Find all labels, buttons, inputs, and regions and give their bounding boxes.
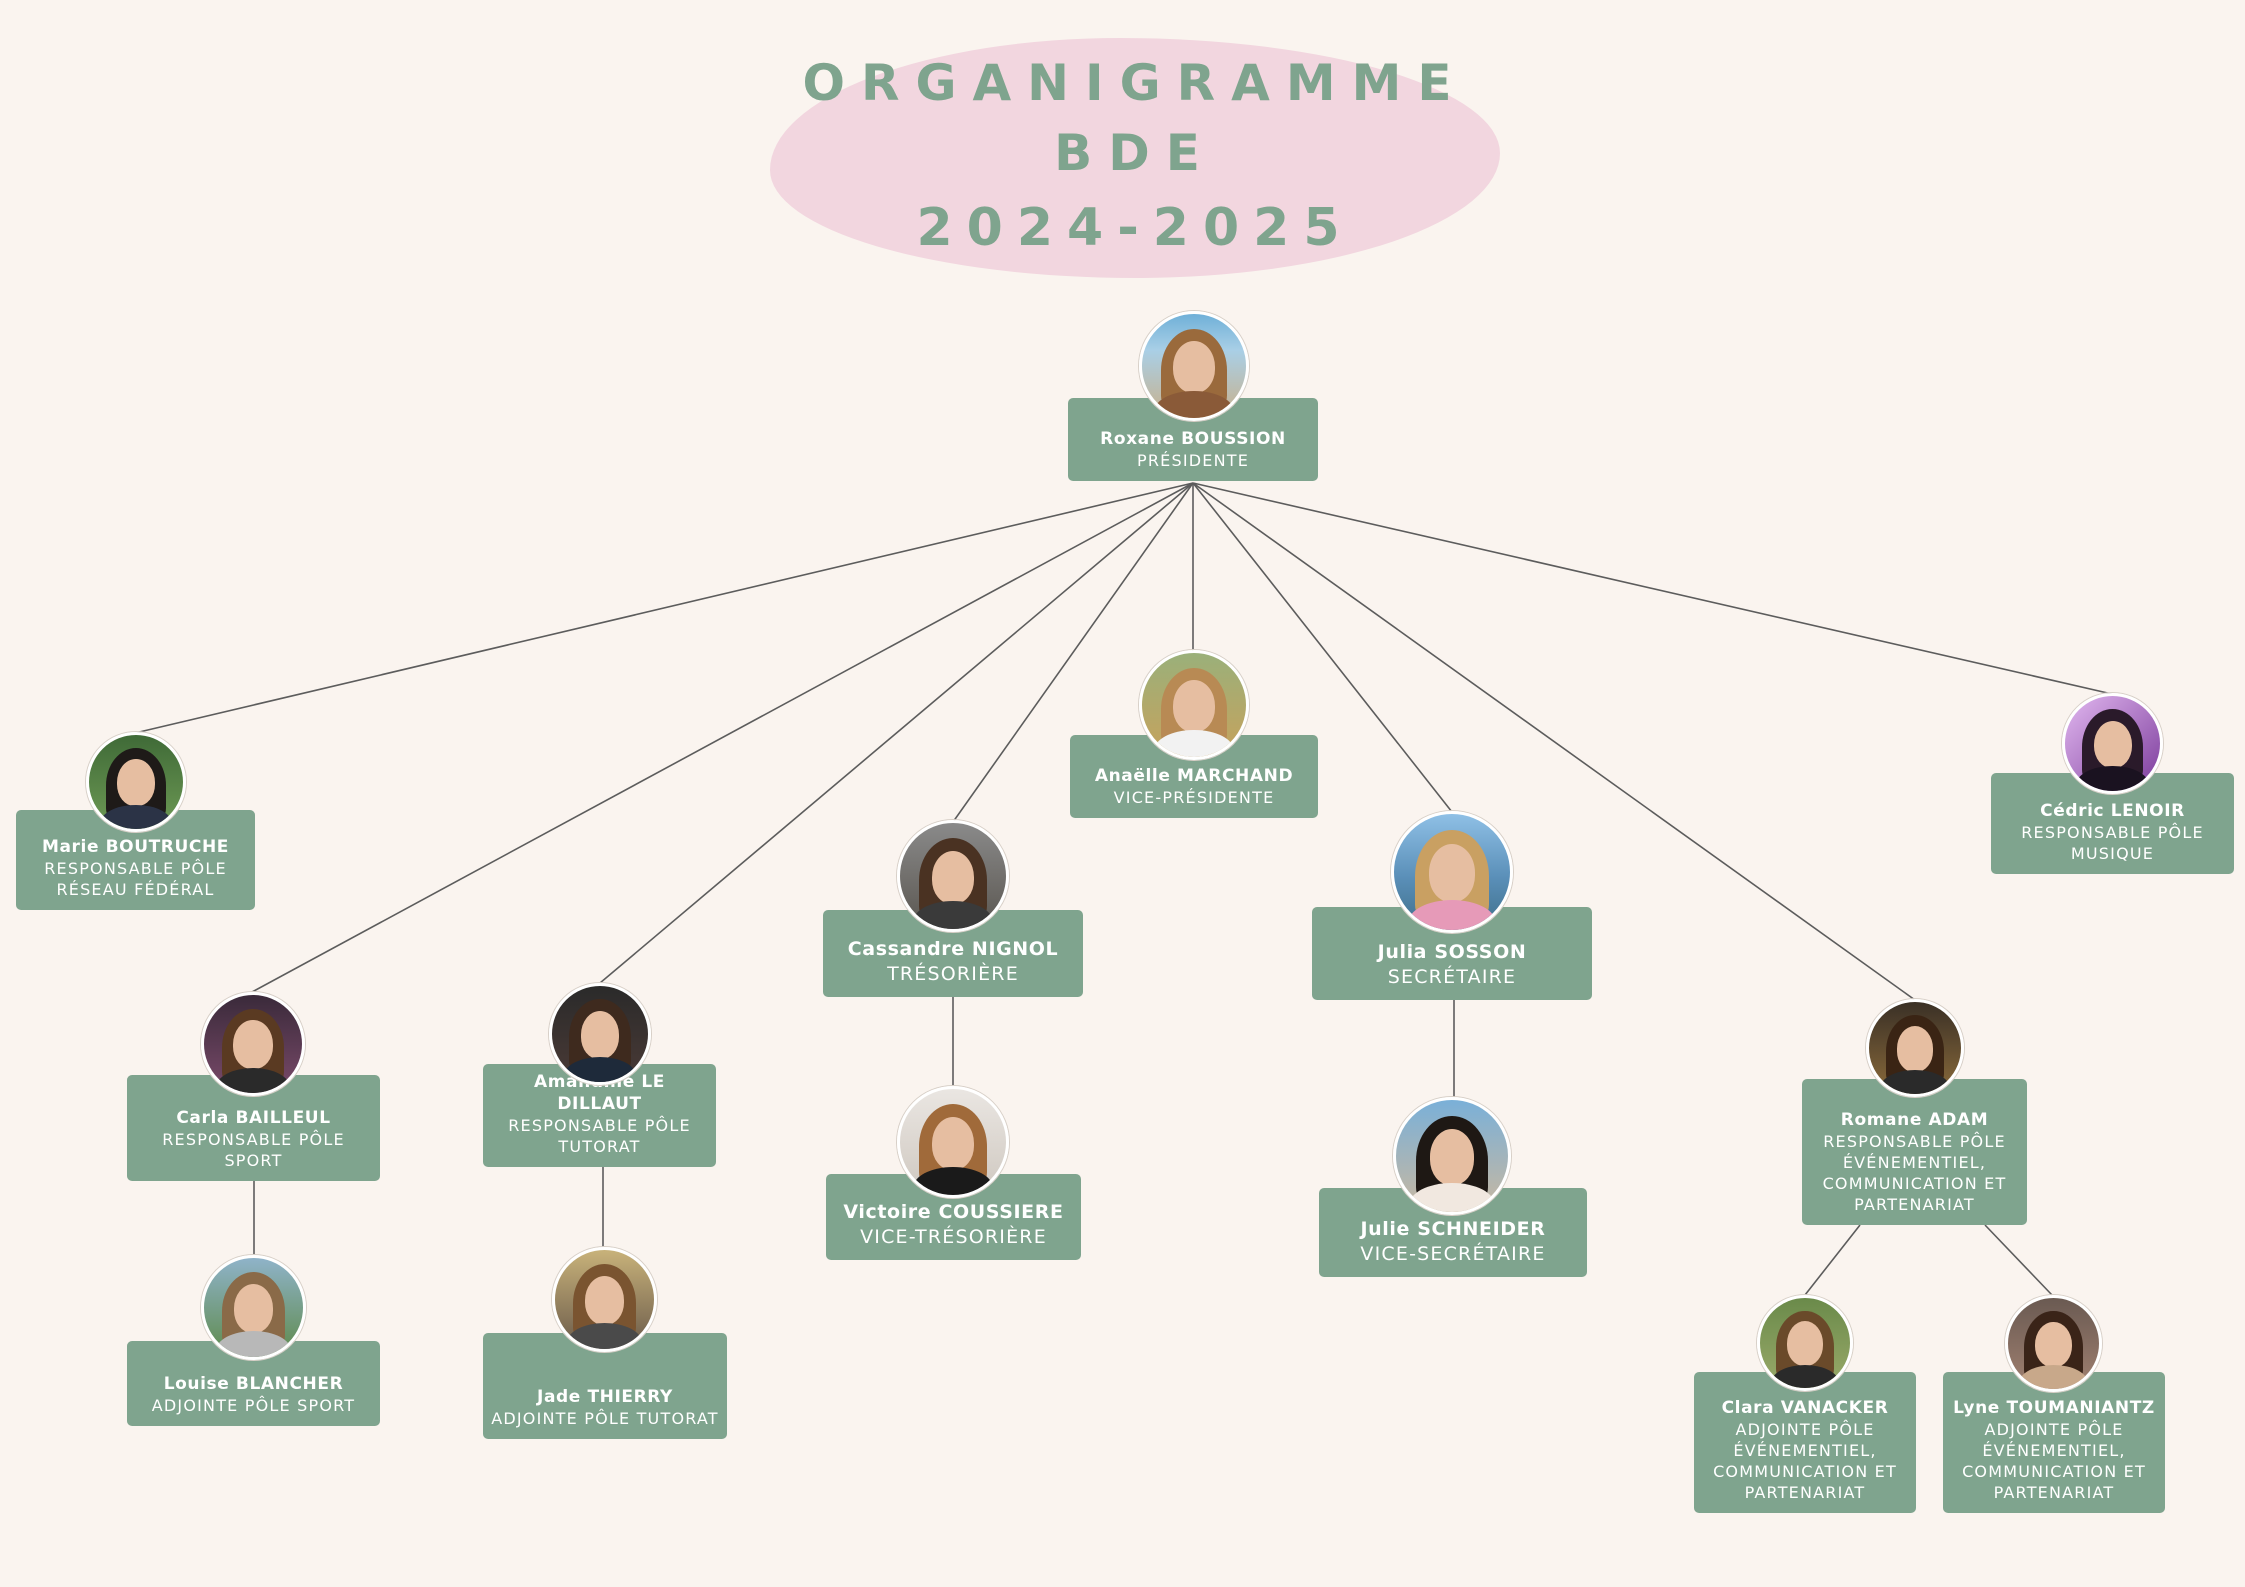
link-roxane-cedric [1192, 482, 2113, 695]
avatar-victoire [897, 1086, 1009, 1198]
member-name: Carla BAILLEUL [176, 1108, 331, 1128]
member-card-lyne: Lyne TOUMANIANTZ ADJOINTE PÔLE ÉVÉNEMENT… [1943, 1372, 2165, 1513]
member-card-carla: Carla BAILLEUL RESPONSABLE PÔLE SPORT [127, 1075, 380, 1181]
member-role: RESPONSABLE PÔLE ÉVÉNEMENTIEL, COMMUNICA… [1822, 1132, 2007, 1214]
member-card-julie: Julie SCHNEIDER VICE-SECRÉTAIRE [1319, 1188, 1587, 1277]
avatar-lyne [2005, 1295, 2102, 1392]
avatar-julie [1393, 1097, 1511, 1215]
avatar-anaelle [1139, 650, 1249, 760]
member-name: Clara VANACKER [1721, 1398, 1889, 1418]
link-romane-lyne [1984, 1224, 2053, 1296]
link-romane-clara [1804, 1224, 1861, 1296]
chart-year: 2024-2025 [916, 198, 1354, 258]
avatar-carla [201, 992, 305, 1096]
member-name: Victoire COUSSIERE [843, 1201, 1064, 1223]
link-roxane-marie [134, 482, 1194, 734]
link-roxane-romane [1192, 482, 1916, 1001]
member-role: ADJOINTE PÔLE ÉVÉNEMENTIEL, COMMUNICATIO… [1962, 1420, 2146, 1502]
member-role: PRÉSIDENTE [1136, 451, 1250, 470]
member-card-anaelle: Anaëlle MARCHAND VICE-PRÉSIDENTE [1070, 735, 1318, 818]
member-name: Roxane BOUSSION [1100, 429, 1286, 449]
link-roxane-carla [251, 482, 1194, 993]
member-name: Lyne TOUMANIANTZ [1953, 1398, 2155, 1418]
member-role: ADJOINTE PÔLE SPORT [151, 1396, 356, 1415]
link-roxane-julia [1192, 482, 1453, 813]
avatar-marie [86, 732, 186, 832]
member-name: Anaëlle MARCHAND [1094, 766, 1294, 786]
member-card-clara: Clara VANACKER ADJOINTE PÔLE ÉVÉNEMENTIE… [1694, 1372, 1916, 1513]
member-name: Louise BLANCHER [163, 1374, 344, 1394]
title-banner: ORGANIGRAMME BDE 2024-2025 [770, 38, 1500, 278]
member-card-amandine: Amandine LE DILLAUT RESPONSABLE PÔLE TUT… [483, 1064, 716, 1167]
link-roxane-amandine [599, 482, 1194, 984]
member-role: ADJOINTE PÔLE TUTORAT [491, 1409, 719, 1428]
avatar-cassandre [897, 820, 1009, 932]
member-card-romane: Romane ADAM RESPONSABLE PÔLE ÉVÉNEMENTIE… [1802, 1079, 2027, 1225]
member-name: Cédric LENOIR [2040, 801, 2185, 821]
member-role: VICE-SECRÉTAIRE [1360, 1243, 1546, 1265]
avatar-julia [1391, 811, 1513, 933]
member-role: RESPONSABLE PÔLE RÉSEAU FÉDÉRAL [44, 859, 227, 899]
member-role: VICE-TRÉSORIÈRE [860, 1226, 1047, 1248]
avatar-amandine [549, 983, 651, 1085]
member-role: ADJOINTE PÔLE ÉVÉNEMENTIEL, COMMUNICATIO… [1713, 1420, 1897, 1502]
avatar-cedric [2062, 693, 2163, 794]
avatar-louise [201, 1255, 306, 1360]
member-name: Marie BOUTRUCHE [41, 837, 230, 857]
member-name: Julie SCHNEIDER [1360, 1218, 1546, 1240]
member-role: TRÉSORIÈRE [887, 963, 1019, 985]
avatar-clara [1757, 1295, 1853, 1391]
member-name: Romane ADAM [1840, 1110, 1989, 1130]
member-name: Cassandre NIGNOL [847, 938, 1059, 960]
member-role: SECRÉTAIRE [1387, 966, 1517, 988]
member-name: Jade THIERRY [537, 1387, 673, 1407]
member-role: VICE-PRÉSIDENTE [1113, 788, 1275, 807]
member-role: RESPONSABLE PÔLE MUSIQUE [2021, 823, 2204, 863]
member-name: Julia SOSSON [1377, 941, 1527, 963]
avatar-romane [1866, 999, 1964, 1097]
avatar-jade [552, 1247, 657, 1352]
avatar-roxane [1139, 311, 1249, 421]
member-role: RESPONSABLE PÔLE TUTORAT [508, 1116, 691, 1156]
chart-title: ORGANIGRAMME BDE [802, 54, 1468, 182]
link-roxane-cassandre [952, 482, 1194, 823]
member-role: RESPONSABLE PÔLE SPORT [162, 1130, 345, 1170]
